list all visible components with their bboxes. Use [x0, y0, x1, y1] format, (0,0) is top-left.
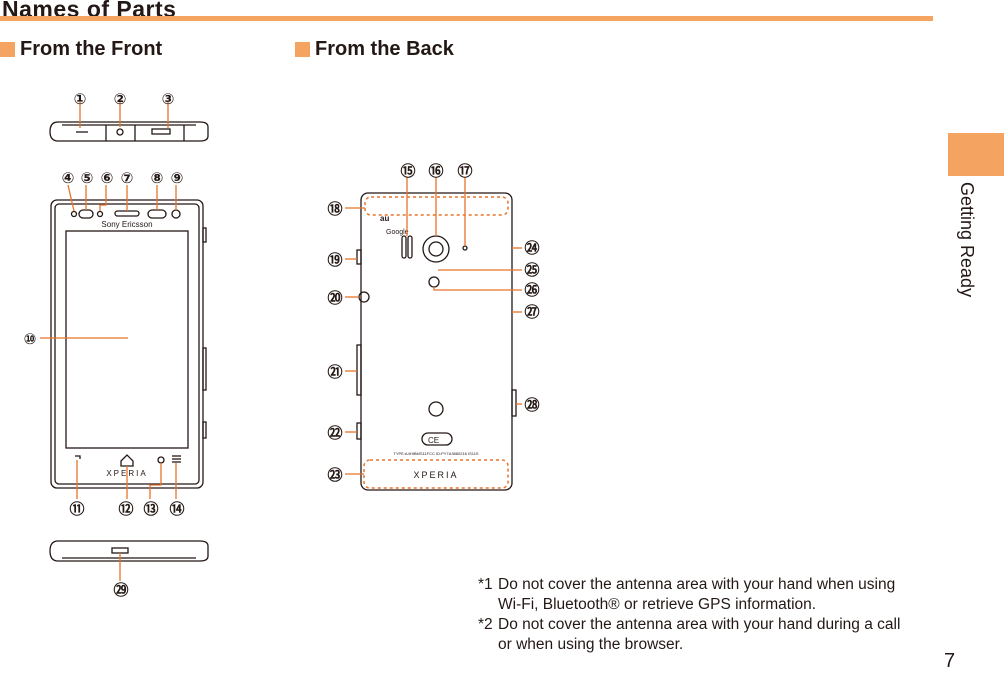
- au-logo: au: [380, 214, 389, 223]
- callout-26: ㉖: [524, 281, 539, 299]
- callout-17: ⑰: [457, 162, 472, 180]
- callout-18: ⑱: [327, 200, 342, 218]
- front-heading-label: From the Front: [20, 38, 163, 60]
- callout-12: ⑫: [118, 500, 133, 518]
- footnote-text: Do not cover the antenna area with your …: [498, 616, 901, 653]
- title-rule: [0, 16, 933, 21]
- back-heading: From the Back: [295, 38, 454, 61]
- callout-6: ⑥: [101, 169, 114, 187]
- callout-3: ③: [162, 90, 175, 108]
- type-label: TYPE:A4HIBMS11FCC ID:PY7A3880216 IS11S: [393, 451, 479, 456]
- callout-24: ㉔: [524, 239, 539, 257]
- leader-lines: [40, 102, 522, 581]
- callout-15: ⑮: [400, 162, 415, 180]
- model-text: XPERIA: [106, 469, 147, 478]
- back-model-text: XPERIA: [413, 470, 458, 480]
- callout-29: ㉙: [113, 581, 128, 599]
- front-phone: [50, 199, 207, 489]
- callout-23: ㉓: [327, 466, 342, 484]
- callout-5: ⑤: [81, 169, 94, 187]
- callout-25: ㉕: [524, 261, 539, 279]
- footnote-mark: *2: [478, 616, 493, 633]
- footnote: *1 Do not cover the antenna area with yo…: [478, 575, 918, 615]
- back-heading-label: From the Back: [315, 38, 454, 60]
- callout-7: ⑦: [121, 169, 134, 187]
- callout-9: ⑨: [171, 169, 184, 187]
- callout-13: ⑬: [143, 500, 158, 518]
- front-heading: From the Front: [0, 38, 162, 61]
- callout-27: ㉗: [524, 303, 539, 321]
- back-phone: [356, 192, 517, 491]
- callout-11: ⑪: [69, 500, 84, 518]
- chapter-tab: [948, 133, 1004, 176]
- callout-16: ⑯: [428, 162, 443, 180]
- page-number: 7: [944, 650, 956, 672]
- callout-8: ⑧: [151, 169, 164, 187]
- ce-mark: CE: [428, 436, 439, 445]
- callout-21: ㉑: [327, 363, 342, 381]
- footnotes: *1 Do not cover the antenna area with yo…: [478, 575, 918, 655]
- footnote-text: Do not cover the antenna area with your …: [498, 576, 896, 613]
- callout-19: ⑲: [327, 251, 342, 269]
- chapter-label: Getting Ready: [957, 182, 977, 298]
- front-top-edge: [49, 121, 209, 142]
- callout-1: ①: [74, 90, 87, 108]
- antenna-areas: [363, 196, 509, 489]
- callout-20: ⑳: [327, 289, 342, 307]
- brand-text: Sony Ericsson: [101, 220, 152, 229]
- callout-22: ㉒: [327, 424, 342, 442]
- heading-square-icon: [0, 42, 15, 57]
- google-logo: Google: [386, 229, 409, 236]
- callout-14: ⑭: [169, 500, 184, 518]
- callout-4: ④: [62, 169, 75, 187]
- heading-square-icon: [295, 42, 310, 57]
- callout-28: ㉘: [524, 396, 539, 414]
- front-bottom-edge: [49, 540, 209, 562]
- footnote-mark: *1: [478, 576, 493, 593]
- callout-2: ②: [114, 90, 127, 108]
- callout-10: ⑩: [24, 330, 37, 348]
- footnote: *2 Do not cover the antenna area with yo…: [478, 615, 918, 655]
